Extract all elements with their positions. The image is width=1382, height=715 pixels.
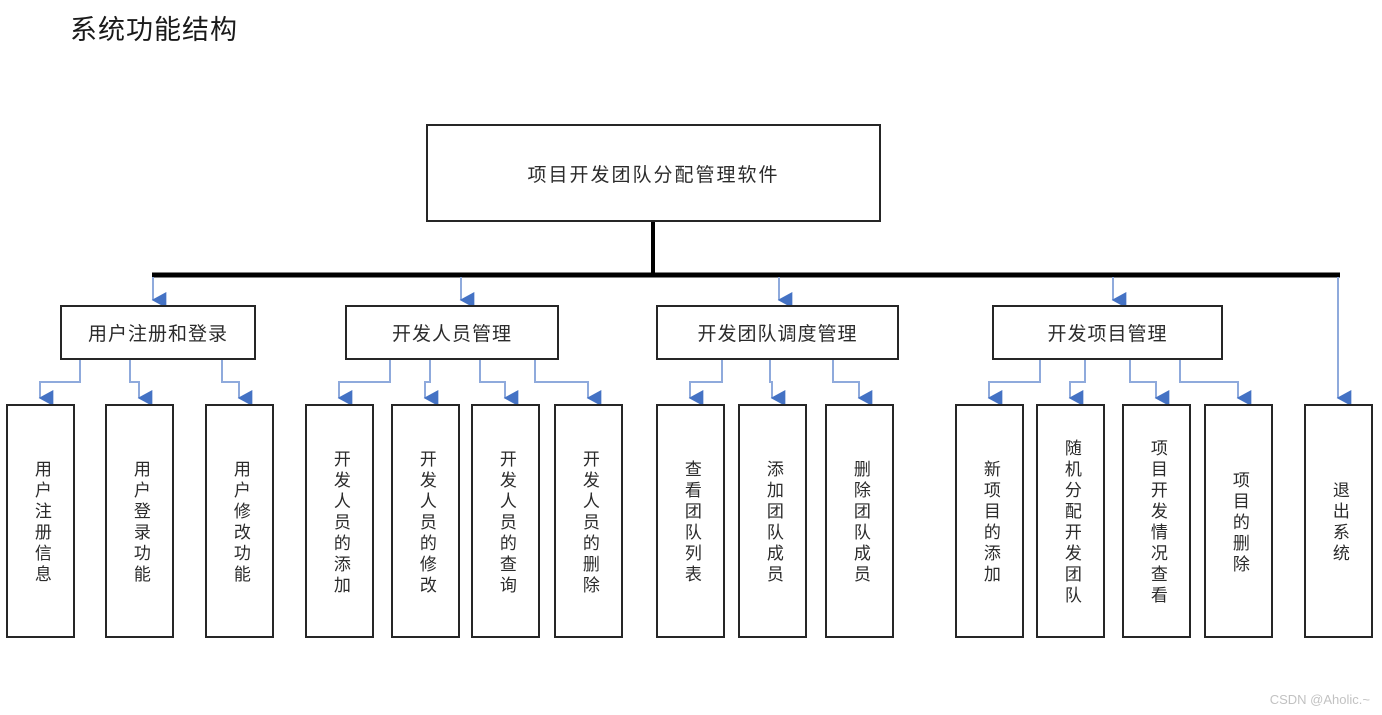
node-branch-2[interactable]: 开发人员管理 [345, 305, 559, 360]
node-branch-4[interactable]: 开发项目管理 [992, 305, 1223, 360]
node-leaf-4-4-label: 项目的删除 [1229, 470, 1249, 576]
node-leaf-2-4[interactable]: 开发人员的删除 [554, 404, 623, 638]
node-leaf-4-4[interactable]: 项目的删除 [1204, 404, 1273, 638]
watermark: CSDN @Aholic.~ [1269, 692, 1370, 707]
node-leaf-3-3-label: 删除团队成员 [850, 460, 870, 586]
node-leaf-1-2-label: 用户登录功能 [130, 460, 150, 586]
node-branch-1-label: 用户注册和登录 [87, 324, 228, 345]
node-leaf-3-1[interactable]: 查看团队列表 [656, 404, 725, 638]
elbow-2-1 [337, 360, 391, 406]
node-leaf-2-1-label: 开发人员的添加 [330, 449, 350, 597]
node-leaf-2-4-label: 开发人员的删除 [579, 449, 599, 597]
elbow-3-2 [769, 360, 786, 406]
node-exit-system-label: 退出系统 [1329, 481, 1349, 565]
node-leaf-3-3[interactable]: 删除团队成员 [825, 404, 894, 638]
elbow-4-1 [987, 360, 1041, 406]
node-branch-2-label: 开发人员管理 [391, 324, 512, 345]
elbow-4-2 [1068, 360, 1086, 406]
node-leaf-4-1[interactable]: 新项目的添加 [955, 404, 1024, 638]
node-leaf-4-1-label: 新项目的添加 [980, 460, 1000, 586]
node-leaf-3-1-label: 查看团队列表 [681, 460, 701, 586]
elbow-4-4 [1179, 360, 1252, 406]
node-branch-3[interactable]: 开发团队调度管理 [656, 305, 899, 360]
node-leaf-1-3[interactable]: 用户修改功能 [205, 404, 274, 638]
node-leaf-1-3-label: 用户修改功能 [230, 460, 250, 586]
elbow-3-3 [832, 360, 873, 406]
node-leaf-1-1-label: 用户注册信息 [31, 460, 51, 586]
node-leaf-2-3-label: 开发人员的查询 [496, 449, 516, 597]
node-leaf-2-3[interactable]: 开发人员的查询 [471, 404, 540, 638]
node-leaf-4-3[interactable]: 项目开发情况查看 [1122, 404, 1191, 638]
node-leaf-3-2-label: 添加团队成员 [763, 460, 783, 586]
node-leaf-4-2-label: 随机分配开发团队 [1061, 439, 1081, 607]
node-leaf-2-2-label: 开发人员的修改 [416, 449, 436, 597]
node-root[interactable]: 项目开发团队分配管理软件 [426, 124, 881, 222]
node-leaf-1-1[interactable]: 用户注册信息 [6, 404, 75, 638]
node-leaf-4-3-label: 项目开发情况查看 [1147, 439, 1167, 607]
node-leaf-1-2[interactable]: 用户登录功能 [105, 404, 174, 638]
elbow-2-3 [479, 360, 519, 406]
elbow-1-3 [221, 360, 253, 406]
node-leaf-4-2[interactable]: 随机分配开发团队 [1036, 404, 1105, 638]
node-branch-1[interactable]: 用户注册和登录 [60, 305, 256, 360]
elbow-2-2 [423, 360, 439, 406]
elbow-4-3 [1129, 360, 1170, 406]
node-leaf-3-2[interactable]: 添加团队成员 [738, 404, 807, 638]
node-leaf-2-2[interactable]: 开发人员的修改 [391, 404, 460, 638]
elbow-2-4 [534, 360, 602, 406]
node-branch-4-label: 开发项目管理 [1047, 324, 1168, 345]
node-branch-3-label: 开发团队调度管理 [697, 324, 858, 345]
node-root-label: 项目开发团队分配管理软件 [527, 164, 780, 186]
elbow-1-2 [129, 360, 153, 406]
elbow-3-1 [688, 360, 723, 406]
page-title: 系统功能结构 [70, 15, 238, 45]
elbow-1-1 [38, 360, 81, 406]
node-exit-system[interactable]: 退出系统 [1304, 404, 1373, 638]
node-leaf-2-1[interactable]: 开发人员的添加 [305, 404, 374, 638]
